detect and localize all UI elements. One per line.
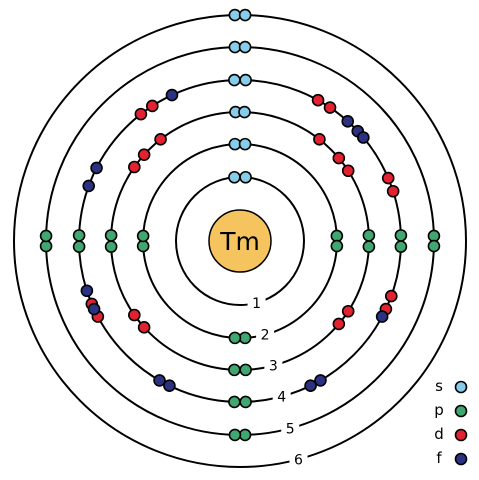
nucleus: Tm	[208, 209, 272, 273]
electron-p-shell-3	[228, 363, 241, 377]
electron-d-shell-3	[128, 160, 141, 174]
legend-item-f: f	[436, 449, 468, 467]
legend-dot-p	[454, 404, 468, 418]
legend-item-p: p	[434, 401, 468, 419]
electron-d-shell-3	[332, 317, 346, 331]
electron-s-shell-5	[238, 40, 252, 54]
electron-p-shell-2	[136, 229, 150, 243]
electron-p-shell-2	[330, 229, 344, 243]
element-symbol: Tm	[219, 227, 260, 256]
electron-d-shell-3	[341, 304, 355, 318]
electron-d-shell-4	[134, 107, 148, 121]
electron-d-shell-3	[332, 151, 346, 165]
shell-label-background	[256, 325, 275, 344]
legend-item-d: d	[434, 425, 468, 443]
electron-f-shell-4	[82, 179, 96, 193]
shell-label-background	[247, 293, 266, 312]
electron-d-shell-3	[341, 164, 355, 178]
electron-d-shell-4	[323, 101, 337, 114]
electron-d-shell-3	[154, 133, 167, 146]
electron-p-shell-4	[239, 395, 252, 409]
shell-label-background	[264, 356, 283, 375]
shell-label-1: 1	[252, 296, 261, 312]
electron-f-shell-4	[314, 374, 327, 387]
shell-label-background	[281, 419, 300, 438]
electron-s-shell-4	[239, 73, 252, 87]
electron-p-shell-3	[104, 240, 118, 253]
electron-d-shell-4	[386, 184, 400, 198]
electron-f-shell-4	[90, 161, 103, 175]
electron-f-shell-4	[87, 302, 101, 316]
orbital-legend: s p d f	[434, 377, 468, 467]
electron-f-shell-4	[163, 379, 176, 393]
legend-label-f: f	[436, 449, 442, 467]
electron-s-shell-4	[228, 73, 241, 87]
electron-p-shell-2	[136, 239, 150, 253]
shell-label-4: 4	[277, 390, 286, 406]
electron-p-shell-5	[427, 229, 441, 243]
electron-p-shell-4	[72, 240, 86, 253]
electron-s-shell-2	[238, 137, 252, 151]
legend-label-s: s	[435, 377, 443, 395]
legend-dot-d	[454, 428, 468, 442]
electron-p-shell-5	[39, 239, 53, 253]
electron-d-shell-4	[381, 171, 395, 185]
electron-p-shell-4	[228, 395, 241, 409]
electron-s-shell-6	[238, 8, 252, 22]
electron-f-shell-4	[375, 310, 389, 323]
shell-label-background	[272, 387, 291, 406]
electron-p-shell-2	[238, 331, 252, 345]
electron-f-shell-4	[80, 284, 94, 298]
electron-s-shell-1	[228, 170, 241, 184]
electron-p-shell-5	[238, 428, 252, 442]
electron-p-shell-5	[228, 428, 242, 442]
electron-s-shell-1	[239, 170, 252, 184]
electron-p-shell-5	[427, 239, 441, 253]
electron-p-shell-3	[362, 229, 376, 242]
electron-d-shell-3	[128, 308, 141, 322]
electron-p-shell-3	[362, 240, 376, 253]
electron-d-shell-4	[146, 99, 159, 113]
electron-d-shell-3	[313, 133, 326, 146]
electron-f-shell-4	[341, 115, 355, 128]
legend-dot-s	[454, 380, 468, 394]
electron-d-shell-3	[137, 148, 151, 161]
electron-p-shell-5	[39, 229, 53, 243]
electron-p-shell-3	[239, 363, 252, 377]
shell-label-5: 5	[286, 421, 295, 437]
shell-label-2: 2	[261, 328, 270, 344]
electron-s-shell-3	[238, 105, 251, 119]
electron-s-shell-2	[228, 137, 242, 151]
legend-label-d: d	[434, 425, 444, 443]
electron-p-shell-2	[228, 331, 242, 345]
electron-p-shell-4	[72, 229, 86, 242]
electron-s-shell-5	[228, 40, 242, 54]
electron-s-shell-6	[228, 8, 242, 22]
electron-d-shell-4	[311, 93, 325, 107]
legend-dot-f	[454, 452, 468, 466]
electron-p-shell-2	[330, 239, 344, 253]
shell-label-background	[289, 450, 308, 469]
electron-f-shell-4	[153, 374, 166, 387]
electron-p-shell-3	[104, 229, 118, 242]
electrons	[39, 8, 441, 442]
legend-item-s: s	[435, 377, 468, 395]
electron-f-shell-4	[357, 131, 370, 144]
shell-label-3: 3	[269, 359, 278, 375]
legend-label-p: p	[434, 401, 444, 419]
electron-f-shell-4	[165, 88, 179, 102]
electron-d-shell-3	[137, 321, 151, 334]
shell-label-6: 6	[294, 452, 303, 468]
electron-p-shell-4	[394, 229, 408, 242]
nucleus-circle	[208, 209, 272, 273]
electron-p-shell-4	[394, 240, 408, 253]
electron-d-shell-4	[384, 289, 398, 303]
electron-f-shell-4	[304, 379, 317, 393]
